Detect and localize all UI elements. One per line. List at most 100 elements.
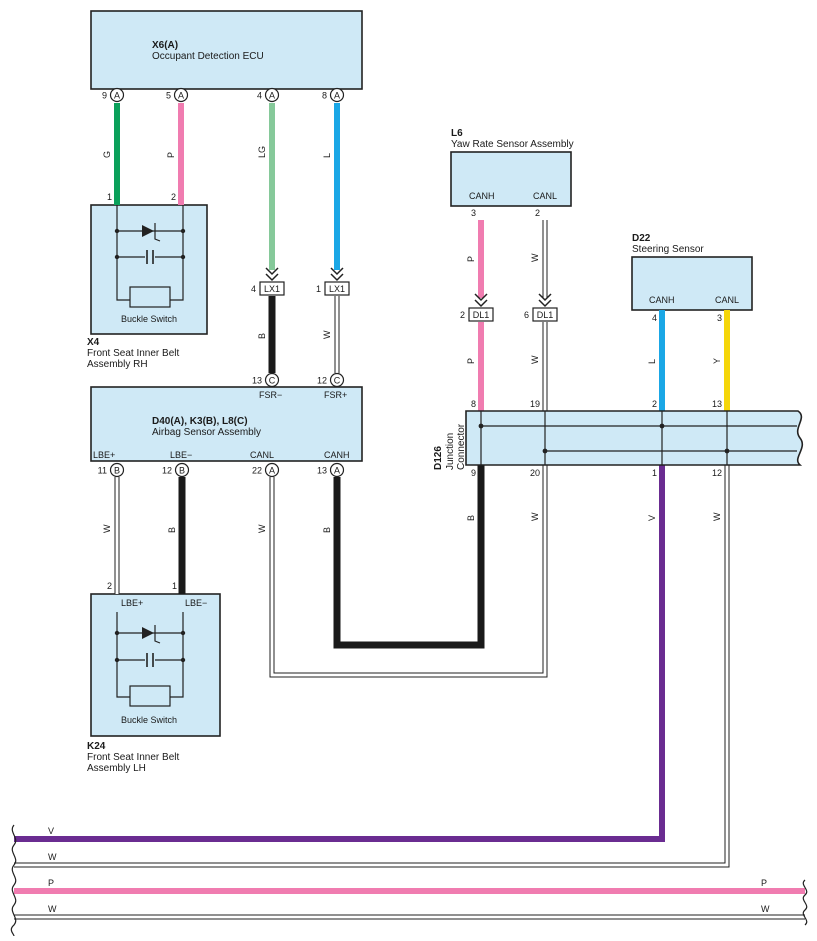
- belt-assembly-lh: LBE+ LBE− Buckle Switch K24 Front Seat I…: [87, 593, 221, 774]
- svg-text:W: W: [761, 904, 770, 914]
- svg-text:11: 11: [98, 466, 107, 476]
- airbag-name: Airbag Sensor Assembly: [152, 427, 261, 438]
- k24-pins: 2 1: [107, 581, 177, 591]
- svg-text:2: 2: [652, 399, 657, 409]
- svg-text:9: 9: [102, 91, 107, 101]
- airbag-id: D40(A), K3(B), L8(C): [152, 416, 248, 427]
- svg-text:W: W: [530, 355, 540, 364]
- svg-text:B: B: [322, 527, 332, 533]
- airbag-sensor-assembly: D40(A), K3(B), L8(C) Airbag Sensor Assem…: [90, 386, 363, 462]
- yaw-name: Yaw Rate Sensor Assembly: [451, 139, 574, 150]
- svg-text:13: 13: [712, 399, 722, 409]
- wire-b-can-loop: [333, 465, 485, 649]
- d22-pins: 4 3: [652, 313, 722, 323]
- svg-text:P: P: [466, 256, 476, 262]
- belt-assembly-rh: Buckle Switch X4 Front Seat Inner Belt A…: [87, 204, 208, 370]
- svg-text:2: 2: [107, 581, 112, 591]
- svg-text:A: A: [178, 91, 184, 101]
- lx1-connectors: LX1 4 LX1 1: [251, 267, 350, 296]
- svg-text:1: 1: [107, 192, 112, 202]
- d126-name-2: Connector: [456, 423, 467, 470]
- ecu-name: Occupant Detection ECU: [152, 51, 264, 62]
- svg-text:W: W: [530, 512, 540, 521]
- svg-text:W: W: [102, 524, 112, 533]
- svg-text:L: L: [322, 153, 332, 158]
- x4-pins: 1 2: [107, 192, 176, 202]
- svg-text:L: L: [647, 359, 657, 364]
- svg-text:W: W: [322, 330, 332, 339]
- steer-name: Steering Sensor: [632, 244, 704, 255]
- steering-sensor: D22 Steering Sensor CANH CANL: [631, 233, 753, 311]
- svg-text:2: 2: [171, 192, 176, 202]
- svg-text:3: 3: [717, 313, 722, 323]
- k24-pin-lbe-minus: LBE−: [185, 598, 207, 608]
- x6-pins: A 9 A 5 A 4 A 8: [102, 87, 345, 103]
- rh-buckle-switch-label: Buckle Switch: [121, 314, 177, 324]
- svg-text:DL1: DL1: [537, 310, 554, 320]
- svg-text:4: 4: [251, 284, 256, 294]
- bus-wire-labels: V W P P W W: [48, 826, 770, 914]
- x4-name-1: Front Seat Inner Belt: [87, 348, 179, 359]
- svg-text:B: B: [466, 515, 476, 521]
- occupant-detection-ecu: X6(A) Occupant Detection ECU: [90, 10, 363, 90]
- lh-buckle-switch-label: Buckle Switch: [121, 715, 177, 725]
- svg-text:A: A: [269, 91, 275, 101]
- ecu-id: X6(A): [152, 40, 178, 51]
- airbag-pin-fsr-minus: FSR−: [259, 390, 282, 400]
- svg-text:LG: LG: [257, 146, 267, 158]
- k24-id: K24: [87, 741, 106, 752]
- svg-text:P: P: [166, 152, 176, 158]
- svg-text:W: W: [48, 904, 57, 914]
- svg-text:B: B: [179, 466, 185, 476]
- wire-w-d126-bus: [14, 465, 730, 868]
- bus-break-right: [802, 879, 808, 926]
- wire-v-d126-bus: [14, 465, 665, 842]
- dl1-connectors: DL1 2 DL1 6: [460, 293, 558, 322]
- svg-text:4: 4: [257, 91, 262, 101]
- svg-text:8: 8: [322, 91, 327, 101]
- wire-w-can-loop: [269, 465, 548, 678]
- svg-text:A: A: [269, 466, 275, 476]
- svg-text:A: A: [114, 91, 120, 101]
- svg-text:B: B: [114, 466, 120, 476]
- junction-connector-d126: D126 Junction Connector: [433, 410, 804, 470]
- bus-break-left: [10, 824, 17, 937]
- svg-text:P: P: [761, 878, 767, 888]
- svg-text:5: 5: [166, 91, 171, 101]
- airbag-pin-lbe-plus: LBE+: [93, 450, 115, 460]
- svg-text:12: 12: [317, 376, 327, 386]
- d126-id: D126: [433, 446, 444, 470]
- wire-color-labels: G P LG L B W P W P W L Y W B W B B W V W: [102, 146, 722, 533]
- airbag-pin-canh: CANH: [324, 450, 350, 460]
- k24-name-1: Front Seat Inner Belt: [87, 752, 179, 763]
- airbag-pin-canl: CANL: [250, 450, 274, 460]
- k24-pin-lbe-plus: LBE+: [121, 598, 143, 608]
- yaw-pin-canh: CANH: [469, 191, 495, 201]
- svg-text:12: 12: [162, 466, 172, 476]
- svg-text:LX1: LX1: [329, 284, 345, 294]
- x4-name-2: Assembly RH: [87, 359, 148, 370]
- steer-pin-canl: CANL: [715, 295, 739, 305]
- svg-text:20: 20: [530, 468, 540, 478]
- svg-text:A: A: [334, 466, 340, 476]
- steer-id: D22: [632, 233, 651, 244]
- l6-pins: 3 2: [471, 208, 540, 218]
- svg-text:13: 13: [252, 376, 262, 386]
- svg-text:2: 2: [535, 208, 540, 218]
- yaw-pin-canl: CANL: [533, 191, 557, 201]
- svg-text:Y: Y: [712, 358, 722, 364]
- svg-text:9: 9: [471, 468, 476, 478]
- svg-text:1: 1: [172, 581, 177, 591]
- svg-text:DL1: DL1: [473, 310, 490, 320]
- d126-name-1: Junction: [445, 433, 456, 470]
- airbag-pin-fsr-plus: FSR+: [324, 390, 347, 400]
- airbag-pin-lbe-minus: LBE−: [170, 450, 192, 460]
- svg-text:A: A: [334, 91, 340, 101]
- steer-pin-canh: CANH: [649, 295, 675, 305]
- x4-id: X4: [87, 337, 100, 348]
- svg-text:1: 1: [316, 284, 321, 294]
- svg-text:13: 13: [317, 466, 327, 476]
- svg-text:1: 1: [652, 468, 657, 478]
- svg-text:P: P: [466, 358, 476, 364]
